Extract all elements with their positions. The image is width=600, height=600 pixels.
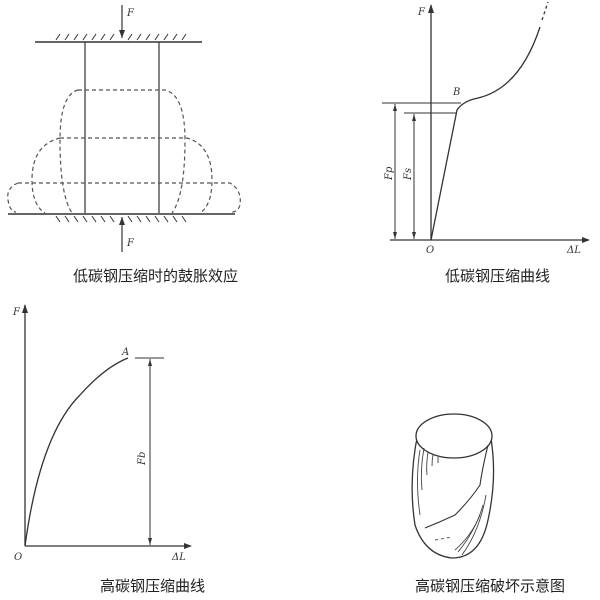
failure-specimen-sketch [411, 413, 495, 559]
caption-high-carbon-curve: 高碳钢压缩曲线 [100, 577, 206, 595]
y-axis-label: F [12, 307, 21, 318]
origin-label: O [14, 552, 22, 563]
bulging-diagram: F [7, 5, 241, 252]
x-axis-label: ΔL [171, 552, 186, 563]
x-axis-label: ΔL [566, 245, 581, 256]
origin-label: O [426, 245, 434, 256]
low-carbon-curve-panel: F ΔL O B Fp Fs 低碳钢压缩曲线 [360, 0, 600, 290]
low-carbon-chart: F ΔL O B Fp Fs [382, 1, 590, 256]
fp-label: Fp [384, 166, 395, 181]
point-a-label: A [121, 347, 129, 358]
caption-high-carbon-failure: 高碳钢压缩破坏示意图 [415, 577, 566, 595]
caption-bulging: 低碳钢压缩时的鼓胀效应 [73, 267, 239, 285]
fs-label: Fs [403, 168, 414, 181]
high-carbon-failure-panel: 高碳钢压缩破坏示意图 [380, 400, 600, 600]
high-carbon-curve-panel: F ΔL O A Fb 高碳钢压缩曲线 [0, 295, 260, 600]
point-b-label: B [452, 87, 460, 98]
fb-label: Fb [137, 452, 148, 466]
y-axis-label: F [417, 7, 426, 18]
bulging-panel: F [0, 0, 300, 290]
high-carbon-chart: F ΔL O A Fb [12, 304, 192, 563]
caption-low-carbon-curve: 低碳钢压缩曲线 [445, 267, 551, 285]
force-label-top: F [126, 8, 135, 19]
force-label-bottom: F [126, 238, 135, 249]
